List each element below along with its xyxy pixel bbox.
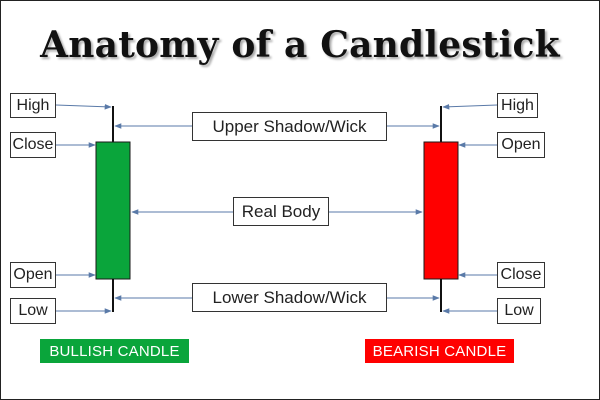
bearish-open-label: Open	[497, 132, 545, 158]
arrow-high-left	[55, 103, 112, 110]
arrow-high-right	[442, 103, 498, 110]
bullish-low-label: Low	[10, 298, 56, 324]
bearish-high-label: High	[497, 93, 538, 118]
bearish-candle-tag: BEARISH CANDLE	[365, 339, 514, 363]
bullish-open-label: Open	[10, 262, 56, 288]
bearish-candle-body	[423, 141, 459, 280]
bullish-close-label: Close	[10, 132, 56, 158]
lower-shadow-label: Lower Shadow/Wick	[192, 283, 387, 312]
bullish-candle-body	[95, 141, 131, 280]
bearish-low-label: Low	[497, 298, 541, 324]
bearish-close-label: Close	[497, 262, 545, 288]
bullish-high-label: High	[10, 93, 56, 118]
page-title: Anatomy of a Candlestick	[40, 24, 560, 66]
real-body-label: Real Body	[233, 197, 329, 226]
bullish-candle-tag: BULLISH CANDLE	[40, 339, 189, 363]
upper-shadow-label: Upper Shadow/Wick	[192, 112, 387, 141]
